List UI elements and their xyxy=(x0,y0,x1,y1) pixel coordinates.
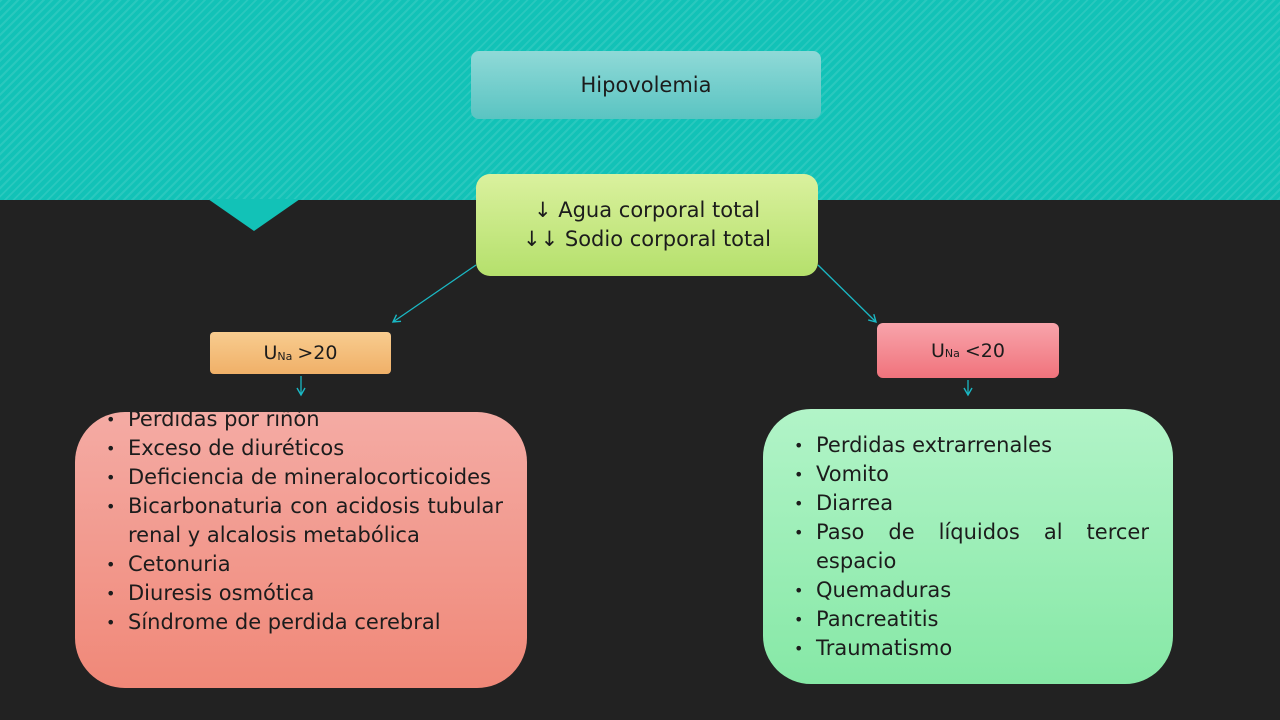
right-causes-box: Perdidas extrarrenales Vomito Diarrea Pa… xyxy=(763,409,1173,684)
list-item: Diuresis osmótica xyxy=(100,579,503,608)
left-causes-box: Perdidas por riñón Exceso de diuréticos … xyxy=(75,412,527,688)
list-item: Quemaduras xyxy=(788,576,1149,605)
right-label-sub: Na xyxy=(944,347,960,360)
list-item: Cetonuria xyxy=(100,550,503,579)
list-item: Pancreatitis xyxy=(788,605,1149,634)
left-label-main: U xyxy=(263,342,278,364)
header-notch xyxy=(208,199,300,231)
right-causes-list: Perdidas extrarrenales Vomito Diarrea Pa… xyxy=(788,431,1149,663)
arrow-to-left-branch xyxy=(391,264,477,323)
left-label-value: >20 xyxy=(297,342,338,364)
middle-node: ↓ Agua corporal total ↓↓ Sodio corporal … xyxy=(476,174,818,276)
title-node: Hipovolemia xyxy=(471,51,821,119)
arrow-to-right-branch xyxy=(817,264,878,323)
list-item: Perdidas extrarrenales xyxy=(788,431,1149,460)
list-item: Deficiencia de mineralocorticoides xyxy=(100,463,503,492)
list-item: Vomito xyxy=(788,460,1149,489)
middle-line-1: ↓ Agua corporal total xyxy=(533,198,761,222)
title-text: Hipovolemia xyxy=(580,73,712,97)
left-causes-list: Perdidas por riñón Exceso de diuréticos … xyxy=(100,412,503,637)
left-label-sub: Na xyxy=(277,349,293,363)
list-item: Traumatismo xyxy=(788,634,1149,663)
middle-line-2: ↓↓ Sodio corporal total xyxy=(523,227,771,251)
list-item: Perdidas por riñón xyxy=(100,412,503,434)
list-item: Síndrome de perdida cerebral xyxy=(100,608,503,637)
right-label-main: U xyxy=(930,339,945,362)
list-item: Diarrea xyxy=(788,489,1149,518)
right-label-value: <20 xyxy=(964,339,1005,362)
list-item: Bicarbonaturia con acidosis tubular rena… xyxy=(100,492,503,550)
list-item: Paso de líquidos al tercer espacio xyxy=(788,518,1149,576)
list-item: Exceso de diuréticos xyxy=(100,434,503,463)
